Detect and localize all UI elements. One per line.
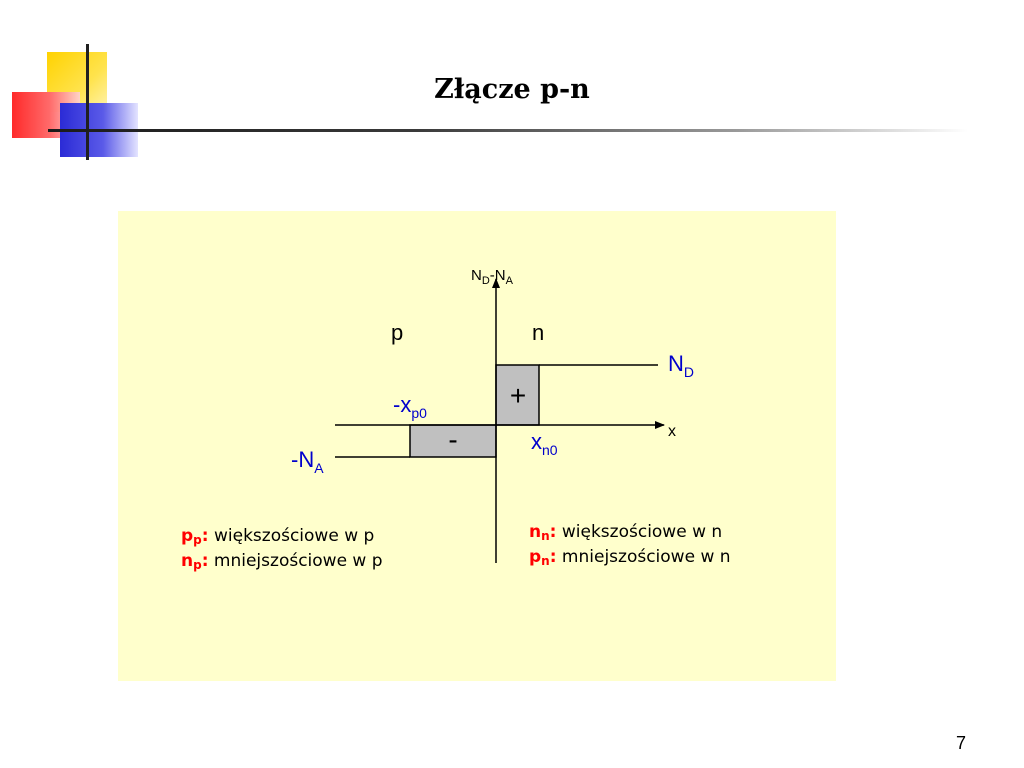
region-p-label: p [391, 320, 403, 345]
legend-text: mniejszościowe w n [556, 547, 731, 567]
legend-item-nn: nn: większościowe w n [529, 520, 731, 545]
legend-text: większościowe w n [556, 522, 723, 542]
page-number: 7 [955, 733, 966, 753]
xn0-label: xn0 [531, 429, 558, 458]
nd-label: ND [668, 351, 694, 380]
legend-symbol: nn: [529, 522, 557, 543]
pn-junction-diagram: ND-NA x p n + - ND -NA -xp0 xn0 [291, 267, 694, 563]
x-axis-label: x [668, 423, 676, 440]
legend-item-np: np: mniejszościowe w p [181, 549, 383, 574]
diagram-panel: ND-NA x p n + - ND -NA -xp0 xn0 [118, 211, 836, 681]
plus-sign: + [510, 380, 526, 411]
title-underline [48, 129, 968, 132]
legend-symbol: pn: [529, 547, 557, 568]
decor-vertical-line [86, 44, 89, 160]
slide-title: Złącze p-n [434, 74, 590, 105]
minus-sign: - [448, 424, 457, 455]
legend-item-pn: pn: mniejszościowe w n [529, 545, 731, 570]
legend-symbol: pp: [181, 526, 209, 547]
y-axis-label: ND-NA [471, 267, 514, 287]
legend-symbol: np: [181, 551, 209, 572]
region-n-label: n [532, 320, 544, 345]
xp0-label: -xp0 [393, 392, 427, 421]
na-label: -NA [291, 447, 324, 476]
legend-text: mniejszościowe w p [208, 551, 383, 571]
legend-text: większościowe w p [208, 526, 375, 546]
legend-n-side: nn: większościowe w n pn: mniejszościowe… [529, 520, 731, 570]
legend-item-pp: pp: większościowe w p [181, 524, 383, 549]
legend-p-side: pp: większościowe w p np: mniejszościowe… [181, 524, 383, 574]
